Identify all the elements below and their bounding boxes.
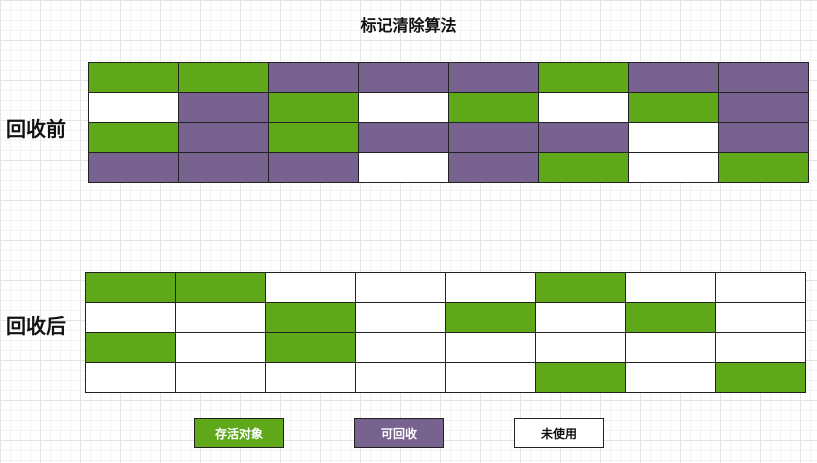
before-cell-recyclable	[358, 122, 449, 153]
after-cell-unused	[355, 332, 446, 363]
after-cell-unused	[355, 362, 446, 393]
after-cell-unused	[625, 332, 716, 363]
before-label: 回收前	[6, 117, 66, 141]
after-cell-unused	[175, 332, 266, 363]
before-cell-recyclable	[268, 152, 359, 183]
before-cell-recyclable	[448, 152, 539, 183]
after-label: 回收后	[6, 314, 66, 338]
legend-unused: 未使用	[514, 418, 604, 448]
before-cell-alive	[448, 92, 539, 123]
before-cell-recyclable	[448, 122, 539, 153]
legend-alive: 存活对象	[194, 418, 284, 448]
before-cell-unused	[358, 92, 449, 123]
after-cell-unused	[535, 332, 626, 363]
before-cell-alive	[268, 122, 359, 153]
after-cell-unused	[715, 272, 806, 303]
before-cell-recyclable	[628, 62, 719, 93]
after-cell-unused	[535, 302, 626, 333]
before-cell-recyclable	[358, 62, 449, 93]
after-cell-unused	[445, 362, 536, 393]
before-cell-alive	[268, 92, 359, 123]
after-cell-alive	[535, 362, 626, 393]
after-cell-unused	[625, 362, 716, 393]
after-cell-alive	[265, 302, 356, 333]
after-cell-unused	[715, 302, 806, 333]
after-cell-alive	[715, 362, 806, 393]
before-cell-recyclable	[448, 62, 539, 93]
after-cell-unused	[355, 302, 446, 333]
after-cell-unused	[265, 272, 356, 303]
before-cell-alive	[88, 62, 179, 93]
after-cell-alive	[85, 332, 176, 363]
after-cell-unused	[355, 272, 446, 303]
after-cell-unused	[445, 272, 536, 303]
before-cell-recyclable	[718, 92, 809, 123]
after-cell-unused	[175, 362, 266, 393]
after-cell-unused	[445, 332, 536, 363]
before-cell-alive	[88, 122, 179, 153]
after-cell-unused	[85, 302, 176, 333]
before-cell-recyclable	[538, 122, 629, 153]
before-cell-alive	[718, 152, 809, 183]
before-cell-unused	[628, 122, 719, 153]
diagram-title: 标记清除算法	[360, 16, 457, 35]
after-cell-unused	[265, 362, 356, 393]
after-cell-alive	[625, 302, 716, 333]
before-cell-recyclable	[268, 62, 359, 93]
after-cell-unused	[85, 362, 176, 393]
after-cell-alive	[265, 332, 356, 363]
after-cell-alive	[445, 302, 536, 333]
legend-recyclable: 可回收	[354, 418, 444, 448]
before-cell-unused	[628, 152, 719, 183]
after-cell-alive	[85, 272, 176, 303]
after-cell-unused	[625, 272, 716, 303]
after-cell-unused	[715, 332, 806, 363]
before-cell-unused	[88, 92, 179, 123]
before-cell-recyclable	[178, 122, 269, 153]
before-cell-alive	[538, 152, 629, 183]
before-cell-unused	[358, 152, 449, 183]
before-cell-recyclable	[88, 152, 179, 183]
after-memory-grid	[85, 272, 807, 394]
before-cell-recyclable	[178, 152, 269, 183]
before-cell-recyclable	[718, 122, 809, 153]
after-cell-unused	[175, 302, 266, 333]
after-cell-alive	[175, 272, 266, 303]
before-cell-alive	[628, 92, 719, 123]
before-cell-recyclable	[718, 62, 809, 93]
after-cell-alive	[535, 272, 626, 303]
before-cell-alive	[178, 62, 269, 93]
before-cell-alive	[538, 62, 629, 93]
before-cell-unused	[538, 92, 629, 123]
before-cell-recyclable	[178, 92, 269, 123]
before-memory-grid	[88, 62, 810, 184]
